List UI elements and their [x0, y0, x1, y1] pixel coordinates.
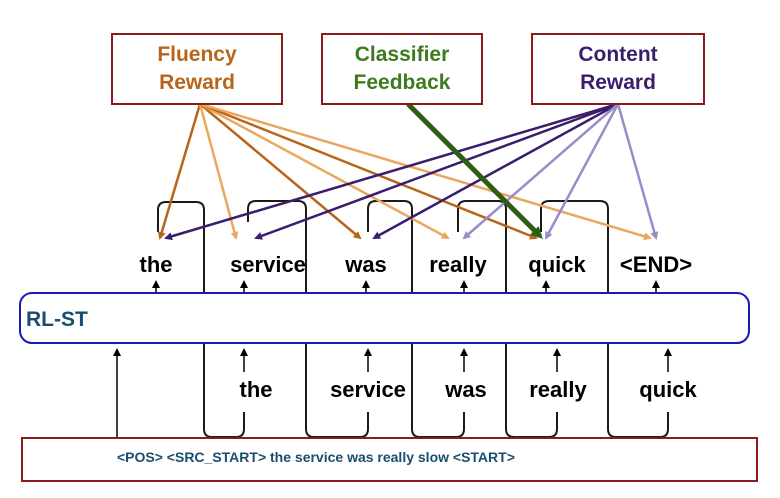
- output-token: really: [429, 252, 487, 277]
- rl-st-model-box: RL-ST: [19, 292, 750, 344]
- fluency-arrow-was: [199, 103, 362, 240]
- input-sequence-text: <POS> <SRC_START> the service was really…: [117, 449, 515, 465]
- output-token: <END>: [620, 252, 692, 277]
- fluency-reward-line1: Fluency: [157, 43, 237, 66]
- content-arrow-the: [164, 102, 619, 241]
- decoder-input-tokens: the service was really quick: [240, 377, 698, 402]
- content-arrow-quick: [544, 103, 620, 240]
- classifier-feedback-box: Classifier Feedback: [321, 33, 483, 105]
- output-token: service: [230, 252, 306, 277]
- decoder-input-token: quick: [639, 377, 697, 402]
- fluency-reward-box: Fluency Reward: [111, 33, 283, 105]
- output-up-arrows: [152, 280, 660, 292]
- output-tokens: the service was really quick <END>: [140, 252, 693, 277]
- content-reward-box: Content Reward: [531, 33, 705, 105]
- model-label: RL-ST: [26, 308, 88, 331]
- output-token: quick: [528, 252, 586, 277]
- fluency-arrow-end: [199, 102, 652, 241]
- fluency-arrow-service: [198, 103, 239, 240]
- classifier-feedback-line1: Classifier: [355, 43, 450, 66]
- decoder-input-token: was: [444, 377, 487, 402]
- decoder-input-token: the: [240, 377, 273, 402]
- decoder-input-token: really: [529, 377, 587, 402]
- input-up-arrows: [113, 348, 672, 438]
- content-arrow-end: [616, 103, 659, 240]
- fluency-arrow-the: [157, 103, 202, 240]
- classifier-feedback-line2: Feedback: [354, 71, 451, 94]
- fluency-arrow-quick: [199, 102, 538, 240]
- input-sequence-box: <POS> <SRC_START> the service was really…: [21, 437, 758, 482]
- output-token: the: [140, 252, 173, 277]
- content-arrow-service: [254, 102, 619, 240]
- content-reward-line1: Content: [578, 43, 657, 66]
- decoder-input-token: service: [330, 377, 406, 402]
- output-token: was: [344, 252, 387, 277]
- fluency-arrow-really: [199, 102, 450, 240]
- reward-arrows: [157, 102, 659, 241]
- content-arrow-really: [462, 103, 619, 240]
- fluency-reward-line2: Reward: [159, 71, 235, 94]
- classifier-arrow-quick: [406, 102, 543, 239]
- content-arrow-was: [372, 102, 619, 240]
- content-reward-line2: Reward: [580, 71, 656, 94]
